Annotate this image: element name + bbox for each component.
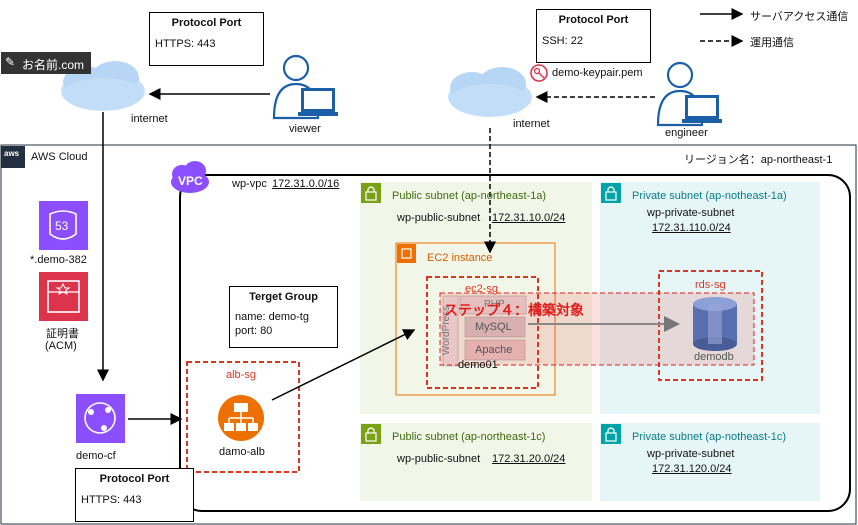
- rds-db-icon: [693, 297, 737, 351]
- keypair-label: demo-keypair.pem: [552, 67, 643, 79]
- private-subnet-1c-name: wp-private-subnet: [647, 448, 735, 460]
- internet-left-label: internet: [131, 113, 168, 125]
- public-subnet-1c-title: Public subnet (ap-northeast-1c): [392, 431, 546, 443]
- cloudfront-label: demo-cf: [76, 450, 116, 462]
- apache-label: Apache: [475, 344, 513, 356]
- step4-label: ステップ４：構築対象: [444, 302, 584, 318]
- public-subnet-1a-cidr: 172.31.10.0/24: [492, 212, 566, 224]
- protocol-port-box-viewer: Protocol Port HTTPS: 443: [149, 12, 264, 66]
- mysql-box: [464, 316, 526, 338]
- engineer-icon: [656, 61, 722, 127]
- viewer-icon: [272, 54, 338, 120]
- rds-sg-border: [658, 270, 763, 381]
- acm-icon-bg: [39, 272, 88, 321]
- ec2-instance-border: [395, 242, 556, 396]
- ec2-instance-icon: [397, 244, 416, 263]
- apache-box: [464, 339, 526, 361]
- rds-sg-label: rds-sg: [695, 279, 726, 291]
- acm-label-line1: 証明書: [46, 328, 79, 340]
- lock-icon: [361, 183, 381, 203]
- ec2-sg-label: ec2-sg: [465, 283, 499, 295]
- onamae-icon: ✎: [5, 55, 16, 69]
- wordpress-box: [442, 295, 459, 367]
- aws-logo-icon: [1, 146, 25, 168]
- engineer-label: engineer: [665, 127, 708, 139]
- private-subnet-1a-title: Private subnet (ap-notheast-1a): [632, 190, 787, 202]
- legend-operations: 運用通信: [750, 37, 794, 49]
- protocol-port-box-engineer: Protocol Port SSH: 22: [536, 9, 651, 63]
- aws-logo-text: aws: [4, 149, 20, 158]
- region-label: リージョン名：ap-northeast-1: [684, 154, 833, 166]
- lock-icon: [601, 183, 621, 203]
- protocol-port-title: Protocol Port: [99, 473, 170, 485]
- private-subnet-1c-title: Private subnet (ap-notheast-1c): [632, 431, 787, 443]
- vpc-border: [179, 174, 851, 512]
- ec2-name-label: demo01: [458, 359, 498, 371]
- target-group-port: port: 80: [235, 325, 273, 337]
- aws-cloud-label: AWS Cloud: [31, 151, 88, 163]
- php-box: [459, 295, 527, 315]
- protocol-port-title: Protocol Port: [171, 17, 242, 29]
- target-group-box: Terget Group name: demo-tg port: 80: [229, 286, 338, 348]
- internet-right-label: internet: [513, 118, 550, 130]
- protocol-port-value: HTTPS: 443: [155, 38, 216, 50]
- public-subnet-1c-cidr: 172.31.20.0/24: [492, 453, 566, 465]
- private-subnet-1c-cidr: 172.31.120.0/24: [652, 463, 732, 475]
- internet-cloud-right: [448, 67, 532, 117]
- vpc-cidr: 172.31.0.0/16: [272, 178, 340, 190]
- key-icon: [530, 64, 548, 82]
- alb-sg-border: [186, 361, 300, 473]
- protocol-port-value: SSH: 22: [542, 35, 583, 47]
- rds-db-label: demodb: [694, 351, 734, 363]
- protocol-port-title: Protocol Port: [558, 14, 629, 26]
- vpc-badge-text: VPC: [178, 174, 203, 188]
- lock-icon: [361, 424, 381, 444]
- viewer-label: viewer: [289, 123, 321, 135]
- legend-server-access: サーバアクセス通信: [750, 11, 849, 23]
- public-subnet-1a-title: Public subnet (ap-northeast-1a): [392, 190, 547, 202]
- route53-icon-text: 53: [55, 219, 69, 233]
- protocol-port-value: HTTPS: 443: [81, 494, 142, 506]
- public-subnet-1c-name: wp-public-subnet: [397, 453, 481, 465]
- aws-cloud-border: [0, 144, 857, 525]
- private-subnet-1a-name: wp-private-subnet: [647, 207, 735, 219]
- php-label: PHP: [484, 299, 505, 310]
- public-subnet-1a-name: wp-public-subnet: [397, 212, 481, 224]
- protocol-port-box-cf: Protocol Port HTTPS: 443: [75, 468, 194, 522]
- internet-cloud-left: [61, 61, 145, 111]
- target-group-title: Terget Group: [249, 291, 318, 303]
- private-subnet-1c-bg: [600, 423, 820, 501]
- private-subnet-1a-cidr: 172.31.110.0/24: [652, 222, 731, 234]
- acm-label-line2: (ACM): [45, 340, 77, 352]
- lock-icon: [601, 424, 621, 444]
- vpc-badge-icon: [171, 161, 209, 193]
- cloudfront-icon-bg: [76, 394, 125, 443]
- route53-label: *.demo-382: [30, 254, 87, 266]
- alb-sg-label: alb-sg: [226, 369, 256, 381]
- ec2-instance-title: EC2 instance: [427, 252, 493, 264]
- onamae-label: お名前.com: [22, 58, 85, 72]
- public-subnet-1c-bg: [360, 423, 592, 501]
- onamae-badge: [1, 52, 91, 74]
- target-group-name: name: demo-tg: [235, 311, 309, 323]
- ec2-sg-border: [426, 276, 539, 389]
- route53-icon-bg: [39, 201, 88, 250]
- alb-label: damo-alb: [219, 446, 265, 458]
- mysql-label: MySQL: [475, 321, 512, 333]
- vpc-name: wp-vpc: [232, 178, 267, 190]
